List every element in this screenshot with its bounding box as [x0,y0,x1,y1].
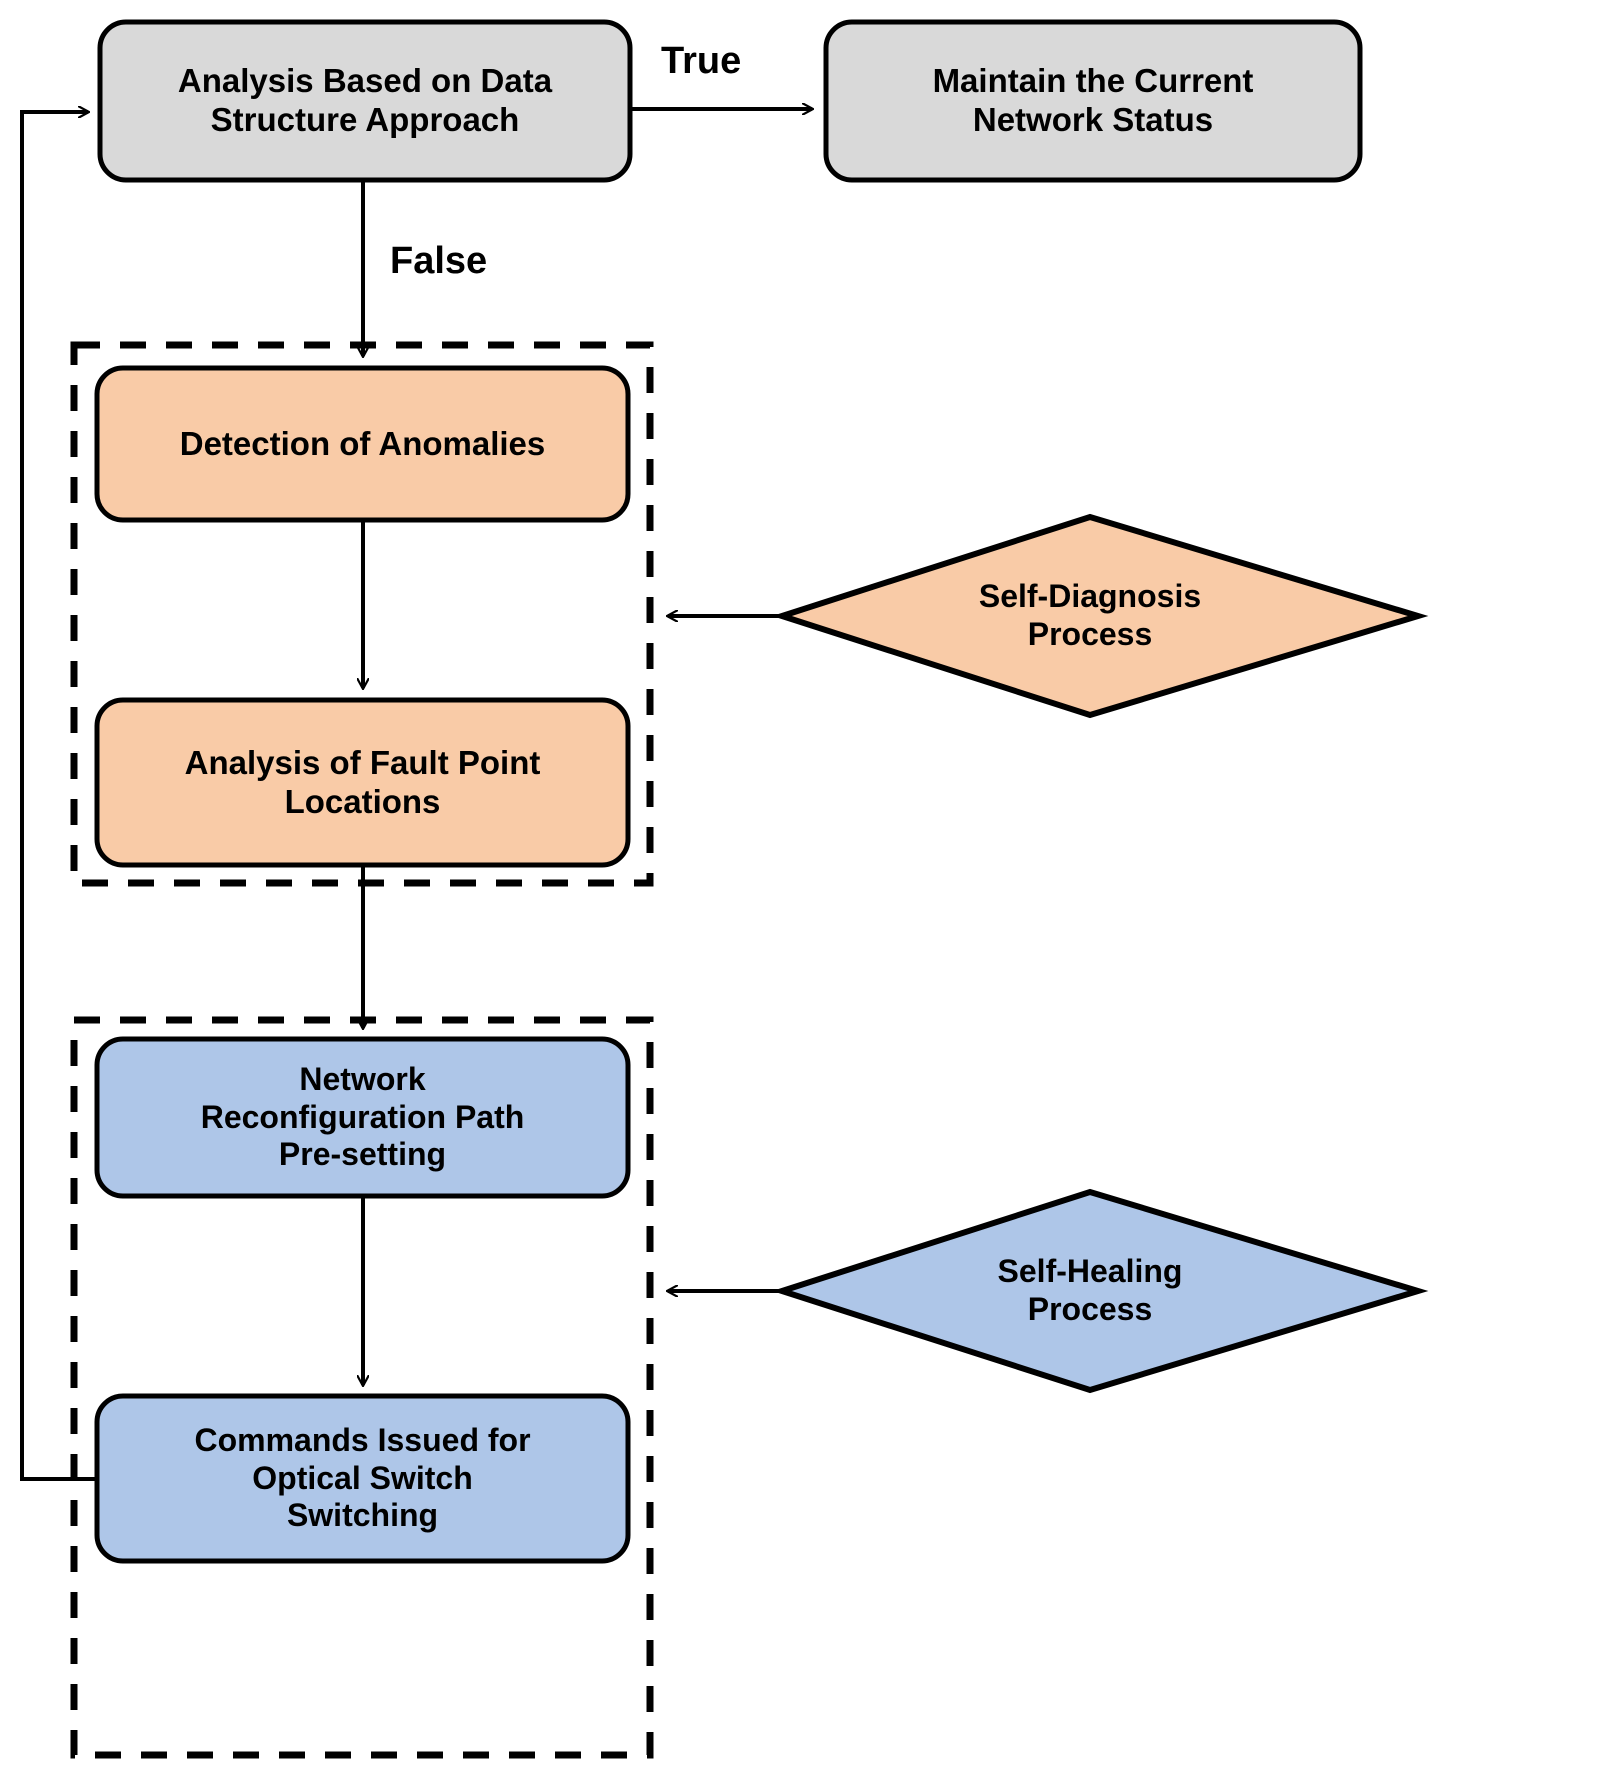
edge-feedback-loop [20,112,97,1481]
node-detection-anomalies[interactable] [94,365,631,523]
node-fault-point-locations[interactable] [94,697,631,868]
node-commands-issued[interactable] [94,1393,631,1564]
label-true-branch: True [661,40,742,82]
label-false-branch: False [390,240,488,282]
node-self-diagnosis[interactable] [772,513,1429,719]
node-analysis-data-structure[interactable] [97,19,633,183]
node-reconfiguration-path[interactable] [94,1036,631,1199]
node-self-healing[interactable] [772,1188,1429,1394]
node-maintain-network[interactable] [823,19,1363,183]
